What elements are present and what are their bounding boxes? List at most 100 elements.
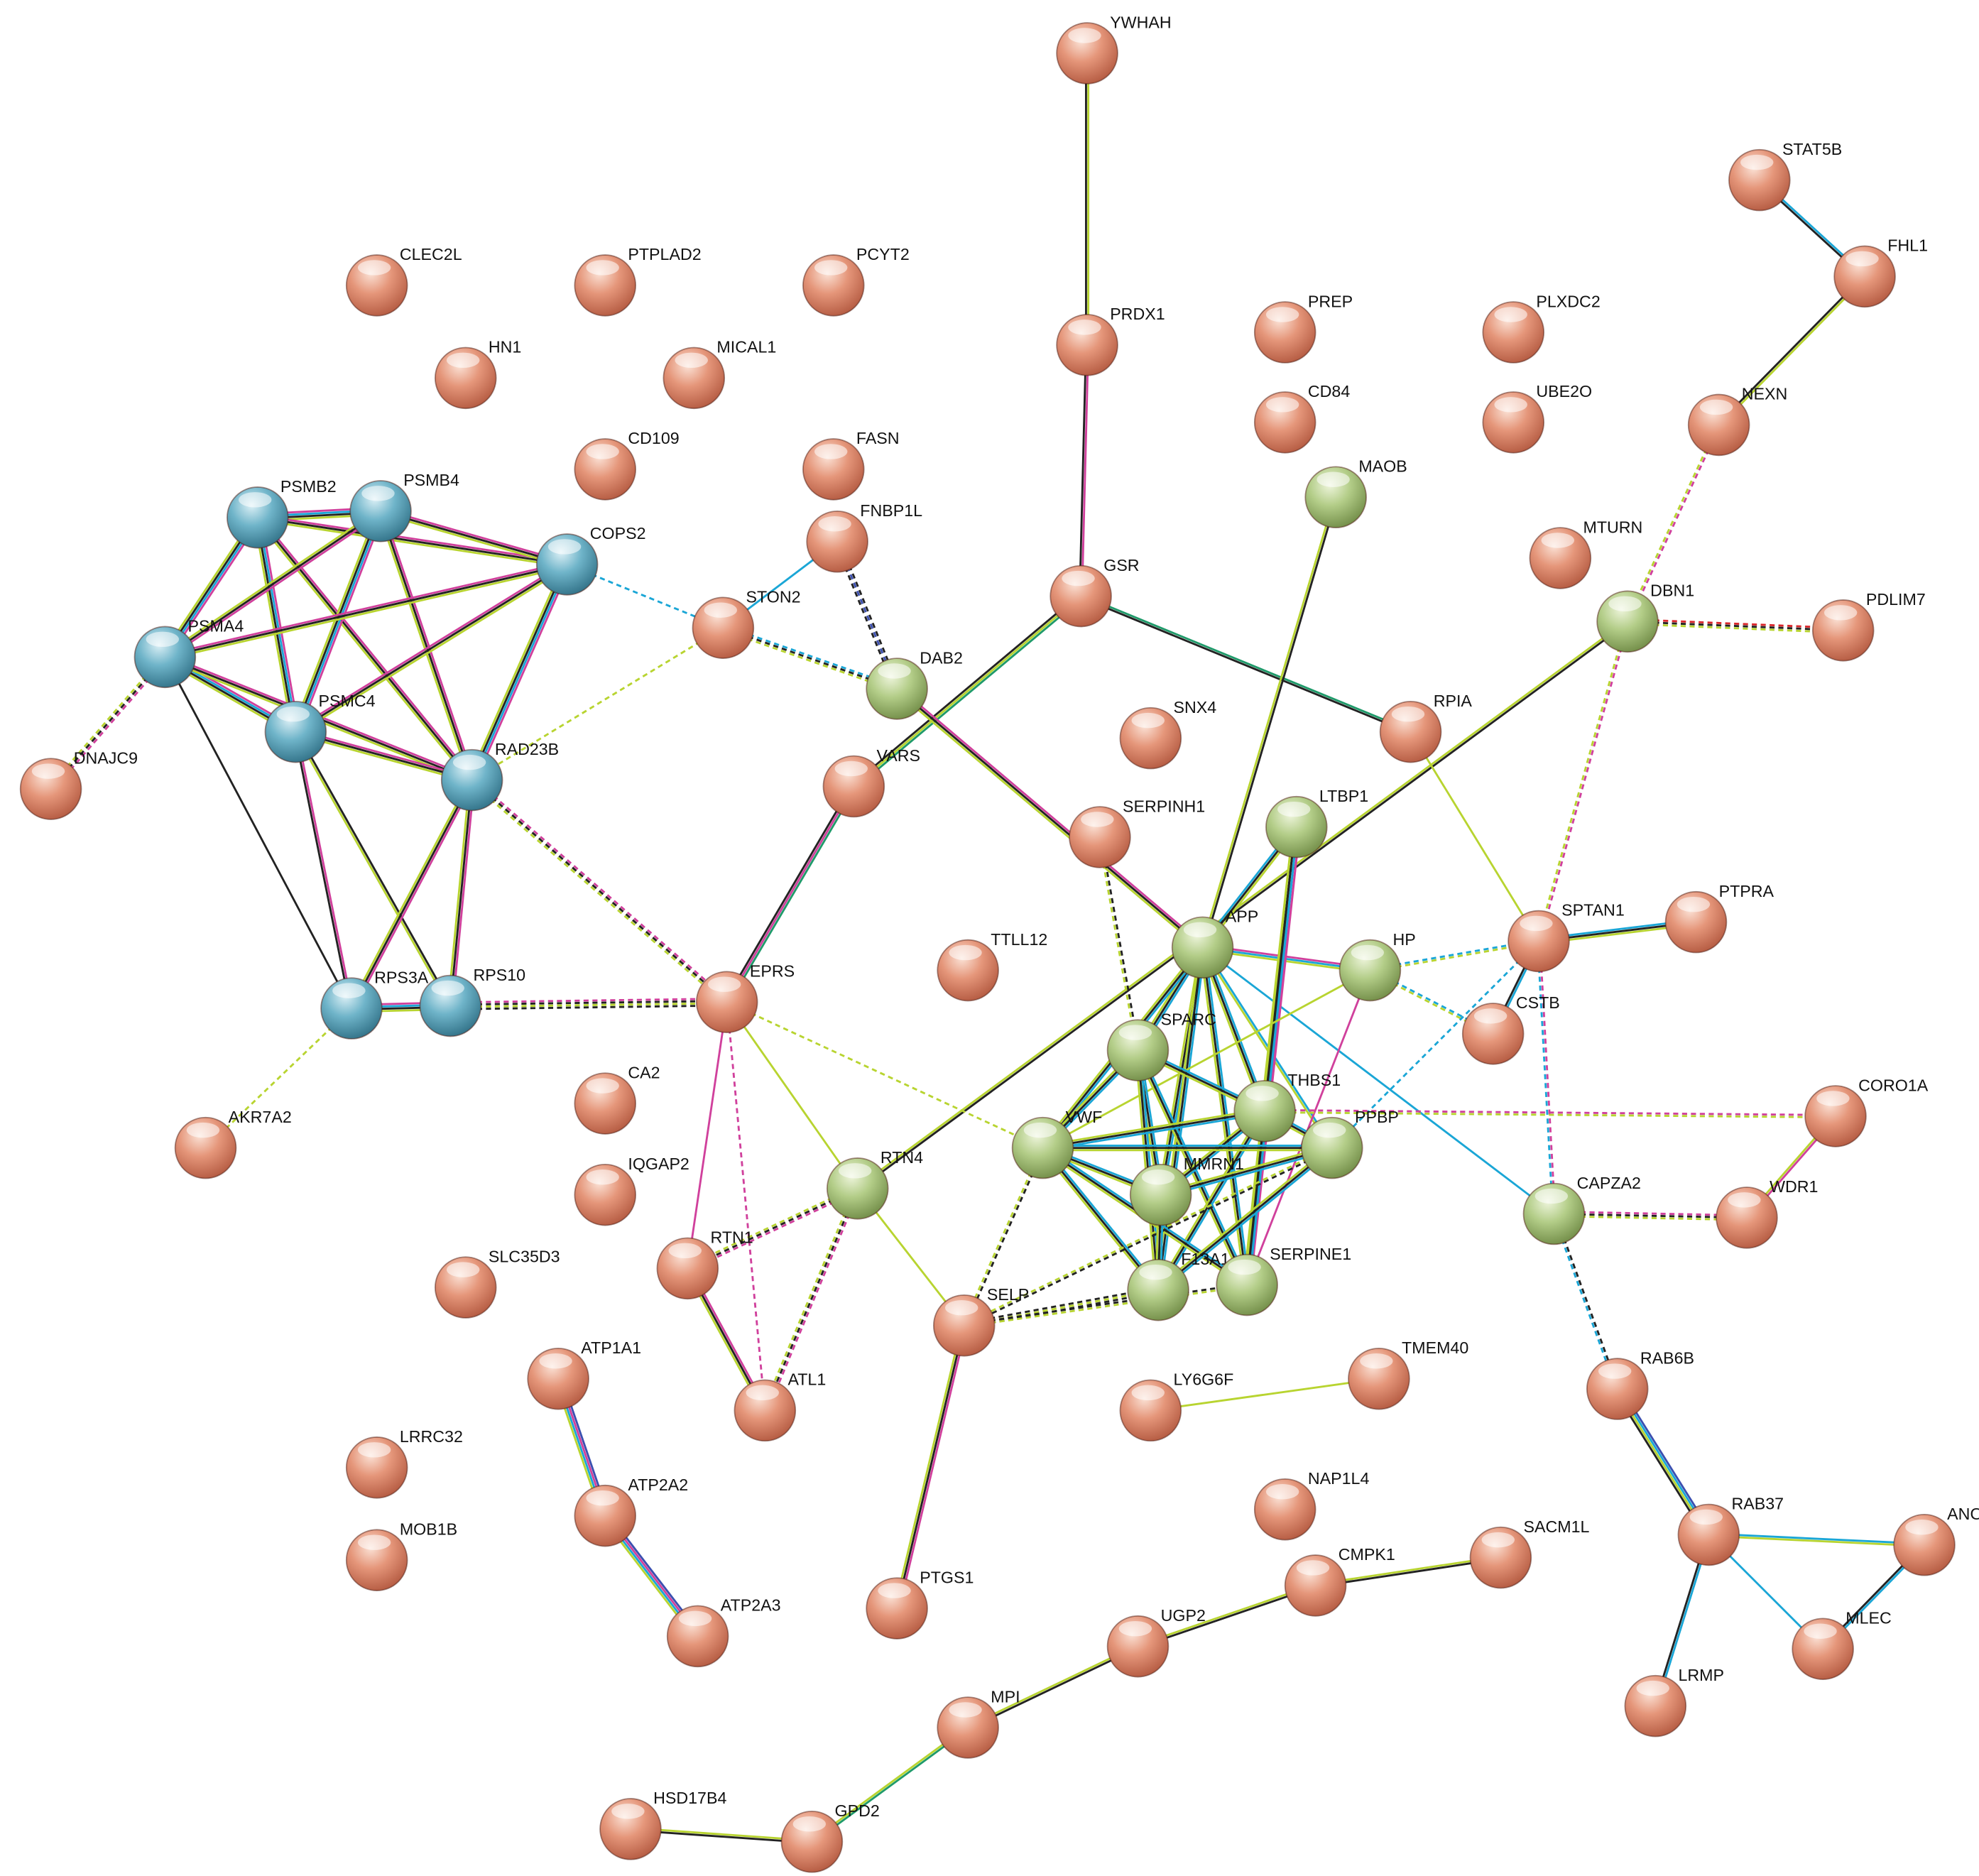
- edge-hp-vwf[interactable]: [1042, 969, 1371, 1149]
- edge-ugp2-mpi[interactable]: [966, 1644, 1139, 1730]
- node-gsr[interactable]: GSR: [1050, 556, 1140, 628]
- node-sptan1[interactable]: SPTAN1: [1508, 901, 1625, 973]
- node-wdr1[interactable]: WDR1: [1716, 1177, 1818, 1249]
- edge-cmpk1-ugp2[interactable]: [1137, 1583, 1316, 1649]
- node-prdx1[interactable]: PRDX1: [1056, 305, 1165, 376]
- node-eprs[interactable]: EPRS: [695, 961, 795, 1033]
- node-akr7a2[interactable]: AKR7A2: [174, 1108, 292, 1179]
- edge-dbn1-sptan1[interactable]: [1537, 621, 1630, 942]
- edge-psma4-cops2[interactable]: [164, 561, 568, 660]
- node-hp[interactable]: HP: [1339, 930, 1416, 1002]
- edge-maob-app[interactable]: [1200, 496, 1339, 949]
- edge-prdx1-gsr[interactable]: [1079, 344, 1090, 596]
- edge-ston2-rad23b[interactable]: [471, 627, 724, 781]
- edge-eprs-rtn4[interactable]: [726, 1001, 858, 1189]
- node-f13a1[interactable]: F13A1: [1127, 1250, 1230, 1321]
- edge-ppbp-f13a1[interactable]: [1156, 1145, 1334, 1293]
- edge-psmc4-rps10[interactable]: [293, 731, 452, 1008]
- node-dbn1[interactable]: DBN1: [1596, 582, 1694, 653]
- node-ca2[interactable]: CA2: [574, 1063, 660, 1135]
- edge-fhl1-nexn[interactable]: [1717, 275, 1867, 427]
- node-psmc4[interactable]: PSMC4: [264, 692, 376, 763]
- node-ano6[interactable]: ANO6: [1893, 1505, 1979, 1576]
- edge-rtn4-atl1[interactable]: [762, 1187, 861, 1412]
- node-rab37[interactable]: RAB37: [1677, 1495, 1784, 1566]
- node-hn1[interactable]: HN1: [434, 338, 521, 410]
- node-atp1a1[interactable]: ATP1A1: [527, 1338, 641, 1410]
- node-thbs1[interactable]: THBS1: [1233, 1071, 1341, 1142]
- edge-eprs-rtn1[interactable]: [686, 1002, 729, 1269]
- node-nap1l4[interactable]: NAP1L4: [1253, 1469, 1370, 1541]
- node-iqgap2[interactable]: IQGAP2: [574, 1155, 689, 1226]
- node-rad23b[interactable]: RAD23B: [440, 740, 559, 812]
- edge-rtn4-rtn1[interactable]: [686, 1185, 859, 1272]
- node-serpinh1[interactable]: SERPINH1: [1069, 797, 1205, 868]
- edge-dbn1-pdlim7[interactable]: [1627, 618, 1843, 634]
- node-dab2[interactable]: DAB2: [866, 648, 963, 720]
- node-clec2l[interactable]: CLEC2L: [345, 245, 462, 317]
- node-plxdc2[interactable]: PLXDC2: [1482, 292, 1601, 364]
- edge-rpia-sptan1[interactable]: [1410, 731, 1540, 942]
- edge-eprs-atl1[interactable]: [726, 1002, 766, 1411]
- node-ltbp1[interactable]: LTBP1: [1265, 787, 1368, 858]
- node-ppbp[interactable]: PPBP: [1301, 1108, 1399, 1179]
- node-pcyt2[interactable]: PCYT2: [802, 245, 910, 317]
- node-rtn1[interactable]: RTN1: [656, 1228, 753, 1300]
- edge-psma4-rps3a[interactable]: [164, 656, 353, 1009]
- edge-vwf-selp[interactable]: [961, 1147, 1045, 1326]
- edge-psmb4-rad23b[interactable]: [377, 510, 476, 782]
- node-snx4[interactable]: SNX4: [1119, 698, 1216, 770]
- edge-eprs-vwf[interactable]: [726, 1000, 1044, 1149]
- node-serpine1[interactable]: SERPINE1: [1216, 1245, 1351, 1316]
- node-atp2a2[interactable]: ATP2A2: [574, 1476, 688, 1547]
- edge-serpinh1-sparc[interactable]: [1097, 836, 1140, 1051]
- node-gpd2[interactable]: GPD2: [780, 1801, 880, 1873]
- node-rab6b[interactable]: RAB6B: [1586, 1348, 1694, 1420]
- node-mlec[interactable]: MLEC: [1792, 1609, 1892, 1681]
- node-psma4[interactable]: PSMA4: [133, 617, 244, 689]
- node-sparc[interactable]: SPARC: [1106, 1010, 1216, 1081]
- edge-ywhah-prdx1[interactable]: [1085, 53, 1090, 345]
- edge-psmb4-psma4[interactable]: [163, 508, 383, 660]
- node-prep[interactable]: PREP: [1253, 292, 1353, 364]
- node-maob[interactable]: MAOB: [1304, 457, 1407, 529]
- edge-gsr-vars[interactable]: [851, 594, 1084, 790]
- edge-sacm1l-cmpk1[interactable]: [1315, 1555, 1501, 1588]
- node-lrrc32[interactable]: LRRC32: [345, 1427, 463, 1499]
- edge-dbn1-rtn4[interactable]: [856, 619, 1629, 1191]
- edge-ly6g6f-tmem40[interactable]: [1150, 1378, 1380, 1412]
- node-atl1[interactable]: ATL1: [734, 1370, 826, 1442]
- edge-selp-ptgs1[interactable]: [893, 1324, 968, 1610]
- edge-gsr-rpia[interactable]: [1079, 594, 1412, 734]
- node-ube2o[interactable]: UBE2O: [1482, 382, 1592, 454]
- edge-rad23b-rps10[interactable]: [447, 780, 476, 1007]
- edge-sptan1-capza2[interactable]: [1536, 941, 1557, 1214]
- edge-app-capza2[interactable]: [1201, 947, 1555, 1215]
- node-selp[interactable]: SELP: [933, 1285, 1029, 1357]
- edge-rab37-ano6[interactable]: [1708, 1532, 1925, 1547]
- node-dnajc9[interactable]: DNAJC9: [19, 748, 138, 820]
- node-cd84[interactable]: CD84: [1253, 382, 1350, 454]
- edge-rps3a-akr7a2[interactable]: [205, 1008, 352, 1149]
- node-rps10[interactable]: RPS10: [419, 966, 525, 1037]
- node-slc35d3[interactable]: SLC35D3: [434, 1247, 560, 1319]
- node-hsd17b4[interactable]: HSD17B4: [599, 1789, 726, 1860]
- node-rpia[interactable]: RPIA: [1379, 692, 1473, 763]
- edge-nexn-dbn1[interactable]: [1625, 424, 1721, 623]
- edge-thbs1-vwf[interactable]: [1042, 1108, 1265, 1152]
- node-mob1b[interactable]: MOB1B: [345, 1520, 457, 1591]
- node-vwf[interactable]: VWF: [1011, 1108, 1103, 1179]
- node-ly6g6f[interactable]: LY6G6F: [1119, 1370, 1233, 1442]
- edge-selp-serpine1[interactable]: [964, 1282, 1248, 1328]
- node-psmb2[interactable]: PSMB2: [227, 477, 337, 549]
- node-rps3a[interactable]: RPS3A: [320, 968, 429, 1040]
- edge-psmb2-rad23b[interactable]: [255, 515, 475, 782]
- edge-thbs1-f13a1[interactable]: [1155, 1109, 1268, 1292]
- edge-psmb4-psmc4[interactable]: [291, 509, 385, 734]
- edge-dab2-app[interactable]: [895, 686, 1205, 950]
- node-nexn[interactable]: NEXN: [1687, 385, 1788, 457]
- edge-app-f13a1[interactable]: [1155, 947, 1206, 1291]
- edge-mpi-gpd2[interactable]: [810, 1725, 969, 1844]
- node-pdlim7[interactable]: PDLIM7: [1811, 590, 1926, 662]
- edge-psmb4-cops2[interactable]: [379, 508, 568, 568]
